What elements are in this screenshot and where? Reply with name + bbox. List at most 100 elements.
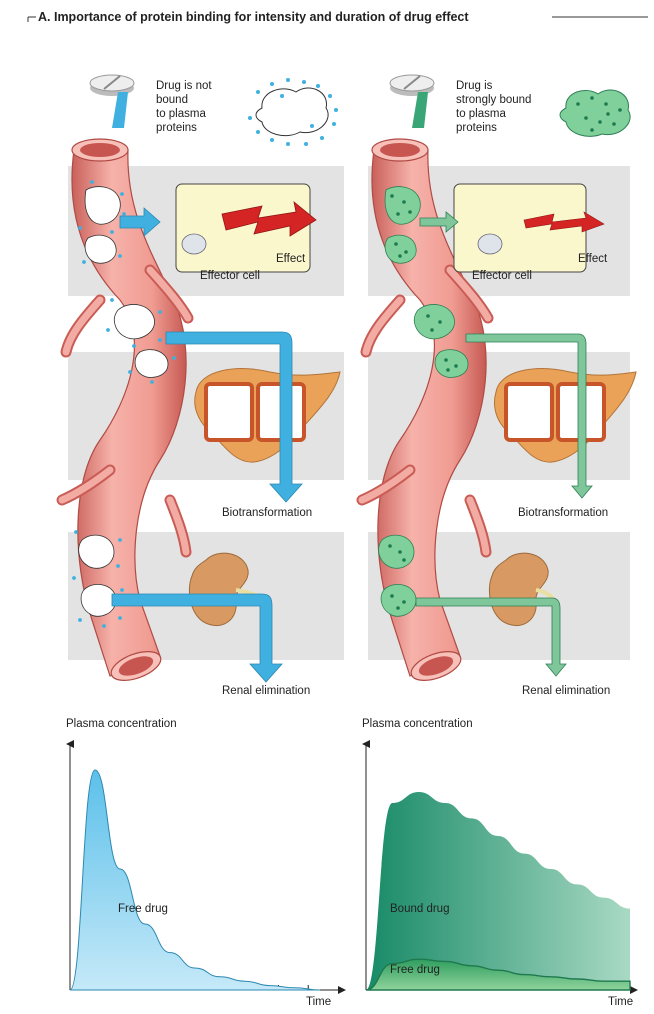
- free-drug-dot: [172, 356, 176, 360]
- free-drug-dot: [90, 180, 94, 184]
- free-drug-dot: [256, 130, 260, 134]
- free-drug-dot: [120, 588, 124, 592]
- biotransformation-label-right: Biotransformation: [518, 507, 608, 519]
- chart-right-xlabel: Time: [608, 996, 633, 1008]
- protein-unbound-icon: [248, 78, 338, 146]
- free-drug-dot: [158, 338, 162, 342]
- bound-drug-dot: [402, 558, 406, 562]
- chart-right-free-label: Free drug: [390, 964, 440, 976]
- bound-drug-dot: [446, 368, 450, 372]
- bound-drug-dot: [598, 120, 602, 124]
- bound-drug-dot: [604, 102, 608, 106]
- renal-elimination-label-right: Renal elimination: [522, 685, 610, 697]
- series-bound-drug: [366, 792, 630, 990]
- biotransformation-label: Biotransformation: [222, 507, 312, 519]
- drug-label-line1: Drug is not: [156, 80, 212, 92]
- drug-label-right-line3: to plasma: [456, 108, 506, 120]
- free-drug-dot: [116, 564, 120, 568]
- free-drug-dot: [78, 618, 82, 622]
- free-drug-dot: [332, 122, 336, 126]
- free-drug-dot: [334, 108, 338, 112]
- free-drug-dot: [280, 94, 284, 98]
- chart-left: Plasma concentration Free drug Time: [66, 718, 346, 1008]
- bound-drug-dot: [398, 550, 402, 554]
- free-drug-dot: [304, 142, 308, 146]
- series-free-drug-left: [70, 770, 320, 990]
- bound-drug-dot: [396, 212, 400, 216]
- bound-drug-dot: [444, 358, 448, 362]
- free-drug-dot: [102, 624, 106, 628]
- free-drug-dot: [328, 94, 332, 98]
- bound-drug-dot: [590, 128, 594, 132]
- free-drug-dot: [150, 380, 154, 384]
- drug-inflow-channel: [112, 92, 128, 128]
- drug-label-right-line1: Drug is: [456, 80, 493, 92]
- drug-label-line4: proteins: [156, 122, 197, 134]
- drug-label-right-line2: strongly bound: [456, 94, 531, 106]
- drug-label-line3: to plasma: [156, 108, 206, 120]
- free-drug-dot: [320, 136, 324, 140]
- free-drug-dot: [118, 616, 122, 620]
- bound-drug-dot: [590, 96, 594, 100]
- free-drug-dot: [74, 530, 78, 534]
- free-drug-dot: [78, 226, 82, 230]
- effect-label: Effect: [276, 253, 306, 265]
- free-drug-dot: [132, 344, 136, 348]
- free-drug-dot: [128, 370, 132, 374]
- free-drug-dot: [110, 298, 114, 302]
- free-drug-dot: [72, 576, 76, 580]
- chart-left-xlabel: Time: [306, 996, 331, 1008]
- free-drug-dot: [270, 138, 274, 142]
- free-drug-dot: [270, 82, 274, 86]
- chart-left-curve-label: Free drug: [118, 903, 168, 915]
- free-drug-dot: [106, 328, 110, 332]
- free-drug-dot: [120, 192, 124, 196]
- effector-cell-label: Effector cell: [200, 270, 260, 282]
- free-drug-dot: [122, 212, 126, 216]
- chart-right: Plasma concentration Bound drug Free dru…: [362, 718, 638, 1008]
- chart-left-ylabel: Plasma concentration: [66, 718, 177, 730]
- bound-drug-dot: [408, 210, 412, 214]
- chart-right-x-arrow: [630, 986, 638, 994]
- free-drug-dot: [118, 254, 122, 258]
- free-drug-dot: [286, 142, 290, 146]
- bound-drug-dot: [576, 102, 580, 106]
- bound-drug-dot: [438, 320, 442, 324]
- free-drug-dot: [302, 80, 306, 84]
- effect-label-right: Effect: [578, 253, 608, 265]
- bound-drug-dot: [454, 364, 458, 368]
- drug-label-line2: bound: [156, 94, 188, 106]
- bound-drug-dot: [388, 544, 392, 548]
- drug-inflow-channel-right: [412, 92, 428, 128]
- bound-drug-dot: [402, 600, 406, 604]
- free-drug-dot: [158, 310, 162, 314]
- free-drug-dot: [310, 124, 314, 128]
- bound-drug-dot: [402, 200, 406, 204]
- effector-cell-label-right: Effector cell: [472, 270, 532, 282]
- free-drug-dot: [82, 260, 86, 264]
- bound-drug-dot: [584, 116, 588, 120]
- free-drug-dot: [286, 78, 290, 82]
- bound-drug-dot: [618, 108, 622, 112]
- bound-drug-dot: [396, 606, 400, 610]
- chart-right-ylabel: Plasma concentration: [362, 718, 473, 730]
- bound-drug-dot: [404, 250, 408, 254]
- drug-label-right-line4: proteins: [456, 122, 497, 134]
- free-drug-dot: [118, 538, 122, 542]
- chart-left-x-arrow: [338, 986, 346, 994]
- figure-title: A. Importance of protein binding for int…: [38, 10, 469, 24]
- free-drug-dot: [248, 116, 252, 120]
- nucleus-icon-right: [478, 234, 502, 254]
- free-drug-dot: [110, 230, 114, 234]
- bound-drug-dot: [394, 242, 398, 246]
- bound-drug-dot: [398, 254, 402, 258]
- protein-bound-icon: [560, 90, 630, 136]
- free-drug-dot: [316, 84, 320, 88]
- chart-right-bound-label: Bound drug: [390, 903, 449, 915]
- bound-drug-dot: [426, 314, 430, 318]
- bound-drug-dot: [612, 122, 616, 126]
- renal-elimination-label: Renal elimination: [222, 685, 310, 697]
- bound-drug-dot: [390, 594, 394, 598]
- bound-drug-dot: [430, 328, 434, 332]
